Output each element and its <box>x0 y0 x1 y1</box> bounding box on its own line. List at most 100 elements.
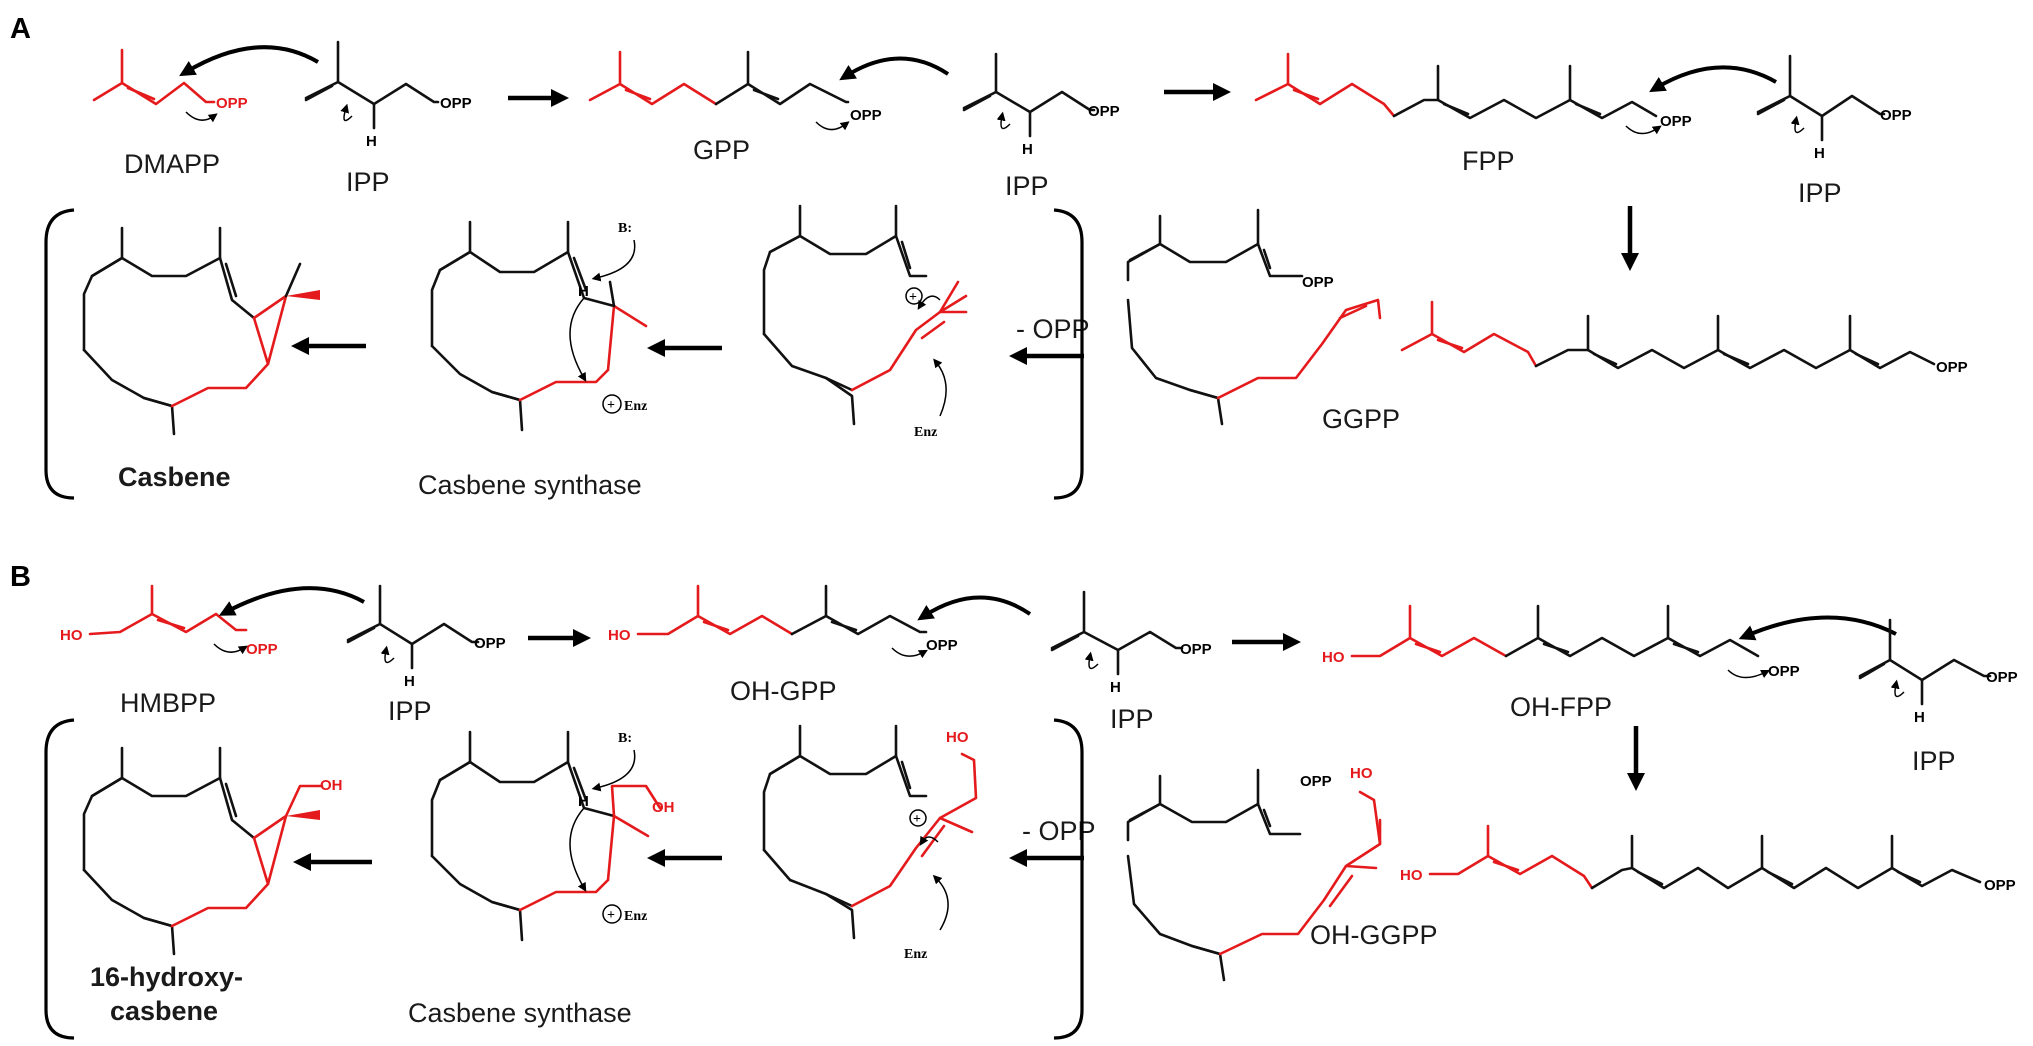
label-casbene: Casbene <box>118 462 231 492</box>
label-ipp-b3: IPP <box>1912 746 1956 776</box>
arrow-ipp-to-oh-fpp <box>1738 615 1897 641</box>
label-casbene-synthase-b: Casbene synthase <box>408 998 632 1028</box>
ipp-b1-h: H <box>404 673 415 690</box>
label-minus-opp-b: - OPP <box>1022 816 1096 846</box>
h-label-intermediate-b: H <box>578 793 589 810</box>
label-ipp-b1: IPP <box>388 696 432 726</box>
cyclopropyl-intermediate-b-structure: OH B: H + Enz <box>430 730 675 942</box>
label-oh-fpp: OH-FPP <box>1510 692 1612 722</box>
ipp-structure-3: H OPP <box>1756 54 1912 162</box>
ipp-structure-b1: H OPP <box>346 584 506 690</box>
label-hydroxy-casbene-line2: casbene <box>110 996 218 1026</box>
intermediate-b-oh: OH <box>652 799 675 816</box>
fpp-structure: OPP <box>1254 52 1692 135</box>
panel-b: B HO OPP HMBPP H OPP IPP HO <box>10 561 2018 1040</box>
allylic-cation-b-structure: + HO Enz <box>762 724 978 962</box>
arrow-ipp-to-gpp <box>839 56 950 81</box>
label-ggpp: GGPP <box>1322 404 1400 434</box>
oh-fpp-structure: HO OPP <box>1322 604 1800 680</box>
panel-a-letter: A <box>10 13 31 45</box>
ipp-structure-b3: H OPP <box>1858 618 2018 726</box>
label-oh-gpp: OH-GPP <box>730 676 837 706</box>
ipp-b3-opp: OPP <box>1986 669 2018 686</box>
oh-fpp-opp: OPP <box>1768 663 1800 680</box>
arrow-ipp-to-fpp <box>1649 65 1777 93</box>
oh-ggpp-folded-ho: HO <box>1350 765 1373 782</box>
dmapp-structure: OPP <box>92 48 248 123</box>
arrow-ipp-to-oh-gpp <box>917 595 1032 621</box>
ggpp-linear-opp: OPP <box>1936 359 1968 376</box>
oh-gpp-ho: HO <box>608 627 631 644</box>
enz-label-intermediate-b: Enz <box>624 909 647 924</box>
ipp2-opp: OPP <box>1088 103 1120 120</box>
enz-label-intermediate: Enz <box>624 399 647 414</box>
label-ipp-a3: IPP <box>1798 178 1842 208</box>
panel-a: A OPP DMAPP H OPP IPP <box>10 13 1968 500</box>
oh-ggpp-linear-structure: HO OPP <box>1400 824 2016 894</box>
oh-fpp-ho: HO <box>1322 649 1345 666</box>
oh-gpp-opp: OPP <box>926 637 958 654</box>
base-label-b: B: <box>618 731 632 746</box>
bracket-left-a <box>44 208 75 500</box>
enz-label-cation-b: Enz <box>904 947 927 962</box>
ipp1-h: H <box>366 133 377 150</box>
label-hmbpp: HMBPP <box>120 688 216 718</box>
label-oh-ggpp: OH-GGPP <box>1310 920 1438 950</box>
hydroxy-casbene-oh: OH <box>320 777 343 794</box>
label-minus-opp-a: - OPP <box>1016 314 1090 344</box>
cation-b-ho: HO <box>946 729 969 746</box>
label-ipp-a1: IPP <box>346 167 390 197</box>
allylic-cation-structure: + Enz <box>762 204 968 440</box>
arrow-ipp-to-dmapp <box>179 45 320 77</box>
gpp-opp: OPP <box>850 107 882 124</box>
ipp2-h: H <box>1022 141 1033 158</box>
oh-ggpp-folded-structure: OPP HO <box>1126 765 1382 982</box>
label-fpp: FPP <box>1462 146 1515 176</box>
ipp-b3-h: H <box>1914 709 1925 726</box>
ipp-b2-h: H <box>1110 679 1121 696</box>
ggpp-folded-opp: OPP <box>1302 274 1334 291</box>
ggpp-linear-structure: OPP <box>1400 300 1968 376</box>
ipp-structure-2: H OPP <box>962 52 1120 158</box>
hydroxy-casbene-structure: OH <box>82 746 343 956</box>
enz-label-cation: Enz <box>914 425 937 440</box>
label-dmapp: DMAPP <box>124 149 220 179</box>
carbocation-b-plus: + <box>607 908 615 923</box>
ipp-b1-opp: OPP <box>474 635 506 652</box>
ggpp-folded-structure: OPP <box>1126 208 1382 426</box>
ipp1-opp: OPP <box>440 95 472 112</box>
base-label: B: <box>618 221 632 236</box>
ipp-structure-1: H OPP <box>304 40 472 150</box>
dmapp-opp: OPP <box>216 95 248 112</box>
fpp-opp: OPP <box>1660 113 1692 130</box>
label-casbene-synthase-a: Casbene synthase <box>418 470 642 500</box>
hmbpp-opp: OPP <box>246 641 278 658</box>
panel-b-letter: B <box>10 561 31 593</box>
ipp-structure-b2: H OPP <box>1050 590 1212 696</box>
hmbpp-ho: HO <box>60 627 83 644</box>
ipp3-opp: OPP <box>1880 107 1912 124</box>
cation-plus: + <box>909 290 917 305</box>
label-hydroxy-casbene-line1: 16-hydroxy- <box>90 962 243 992</box>
label-ipp-a2: IPP <box>1005 171 1049 201</box>
gpp-structure: OPP <box>588 50 882 131</box>
oh-ggpp-linear-opp: OPP <box>1984 877 2016 894</box>
hmbpp-structure: HO OPP <box>60 584 278 658</box>
bracket-right-a <box>1053 208 1084 500</box>
h-label-intermediate: H <box>578 283 589 300</box>
casbene-structure <box>82 226 320 436</box>
oh-gpp-structure: HO OPP <box>608 584 958 659</box>
label-gpp: GPP <box>693 135 750 165</box>
carbocation-plus: + <box>607 398 615 413</box>
ipp-b2-opp: OPP <box>1180 641 1212 658</box>
arrow-ipp-to-hmbpp <box>218 586 365 616</box>
label-ipp-b2: IPP <box>1110 704 1154 734</box>
oh-ggpp-linear-ho: HO <box>1400 867 1423 884</box>
bracket-left-b <box>44 718 75 1040</box>
oh-ggpp-folded-opp: OPP <box>1300 773 1332 790</box>
cation-b-plus: + <box>913 812 921 827</box>
bracket-right-b <box>1053 718 1084 1040</box>
cyclopropyl-intermediate-structure: B: H + Enz <box>430 220 647 432</box>
ipp3-h: H <box>1814 145 1825 162</box>
